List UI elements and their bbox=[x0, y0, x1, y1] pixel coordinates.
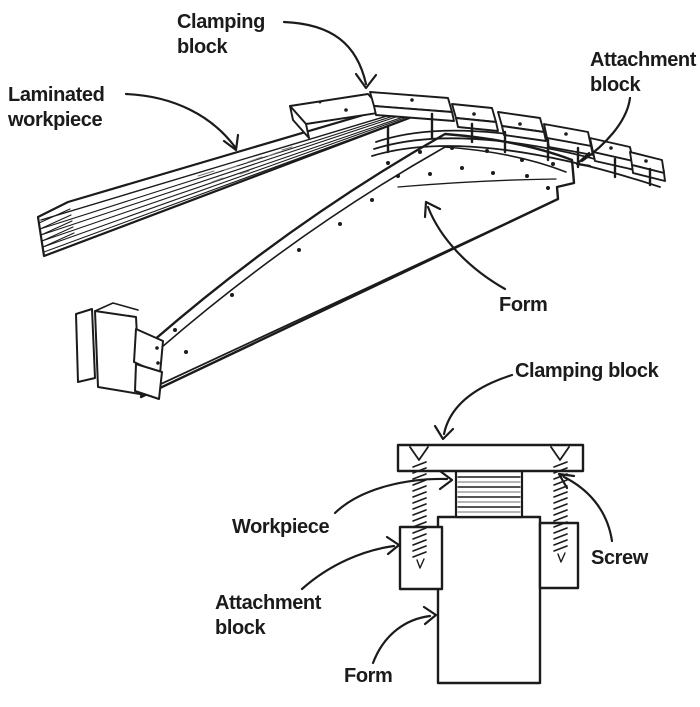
arrow-attachment-block-section bbox=[300, 535, 401, 591]
leader-arrows bbox=[124, 20, 632, 665]
attachment-block-left-wing bbox=[398, 525, 444, 591]
arrow-form-section bbox=[371, 605, 438, 665]
arrow-screw-section bbox=[557, 472, 614, 543]
screw-right bbox=[553, 461, 568, 563]
arrow-attachment-block-main bbox=[575, 96, 632, 168]
block-screws bbox=[386, 112, 652, 187]
leg-front bbox=[75, 308, 96, 383]
bundle-laminations bbox=[38, 111, 412, 253]
label-clamping-block-section: Clamping block bbox=[515, 360, 659, 382]
screw-countersinks bbox=[409, 446, 570, 461]
label-form-section: Form bbox=[344, 665, 393, 687]
form-section bbox=[436, 515, 542, 685]
section-view bbox=[396, 443, 585, 685]
block-screw-heads bbox=[318, 98, 648, 163]
bundle-grain-speckles bbox=[197, 146, 293, 183]
form-body bbox=[139, 132, 576, 399]
main-view bbox=[36, 91, 666, 400]
label-laminated-workpiece: Laminated workpiece bbox=[8, 84, 105, 131]
arrow-clamping-block-section bbox=[433, 373, 514, 441]
arrow-laminated-workpiece bbox=[124, 92, 240, 152]
label-screw-section: Screw bbox=[591, 547, 648, 569]
form-lamination-line bbox=[397, 178, 557, 188]
label-form-main: Form bbox=[499, 294, 548, 316]
workpiece-lamination-hatch bbox=[457, 476, 521, 513]
arrow-form-main bbox=[423, 200, 507, 291]
form-bottom-edge bbox=[147, 200, 555, 391]
label-attachment-block-section: Attachment block bbox=[215, 592, 322, 639]
workpiece-section bbox=[454, 469, 524, 519]
arrow-clamping-block-main bbox=[282, 20, 378, 90]
form-end-face-lower bbox=[134, 363, 163, 400]
bundle-ridge bbox=[40, 109, 408, 221]
label-workpiece-section: Workpiece bbox=[232, 516, 330, 538]
clamping-blocks bbox=[289, 91, 666, 182]
leg-side bbox=[94, 310, 141, 395]
form-support-legs bbox=[75, 302, 164, 400]
label-clamping-block-main: Clamping block bbox=[177, 11, 265, 58]
label-attachment-block-main: Attachment block bbox=[590, 49, 697, 96]
screw-left bbox=[412, 461, 427, 569]
arrow-workpiece-section bbox=[333, 469, 454, 515]
form-screw-dots bbox=[173, 146, 555, 354]
